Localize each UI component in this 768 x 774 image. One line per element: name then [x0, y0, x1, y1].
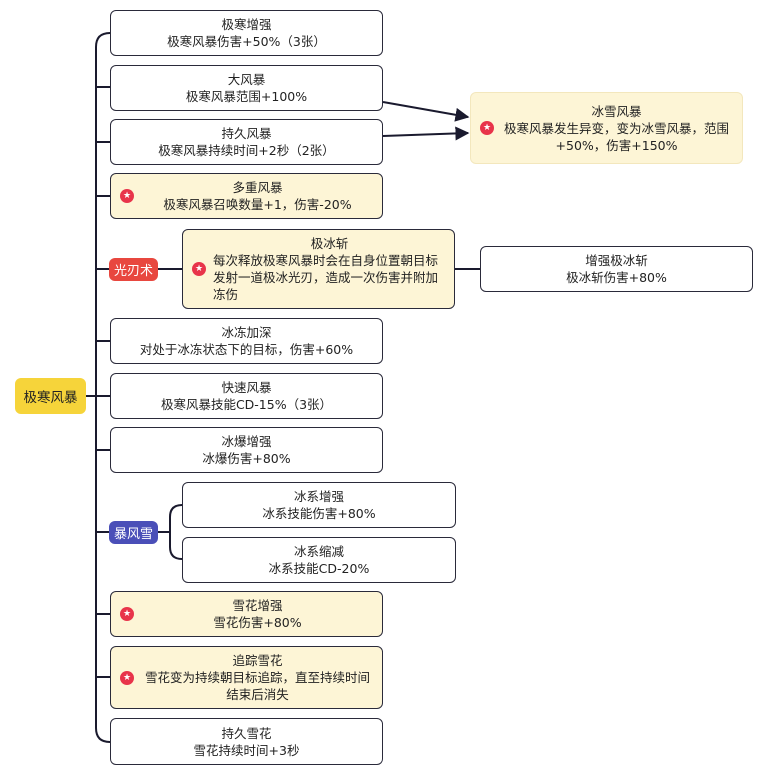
node-desc: 雪花伤害+80% [213, 615, 302, 630]
node-desc: 冰系技能CD-20% [268, 561, 370, 576]
node-desc: 极寒风暴范围+100% [185, 89, 308, 104]
node-title: 快速风暴 [221, 380, 272, 395]
node-desc: 每次释放极寒风暴时会在自身位置朝目标发射一道极冰光刃，造成一次伤害并附加冻伤 [213, 253, 439, 302]
node-title: 持久风暴 [221, 126, 272, 141]
node-title: 增强极冰斩 [585, 253, 648, 268]
node-ice-burst-boost: 冰爆增强 冰爆伤害+80% [110, 427, 383, 473]
node-big-storm: 大风暴 极寒风暴范围+100% [110, 65, 383, 111]
node-enhanced-ice-slash: 增强极冰斩 极冰斩伤害+80% [480, 246, 753, 292]
storm-branch-tag: 暴风雪 [109, 521, 158, 544]
blade-branch-tag: 光刃术 [109, 258, 158, 281]
node-desc: 极冰斩伤害+80% [566, 270, 667, 285]
node-desc: 对处于冰冻状态下的目标，伤害+60% [139, 342, 354, 357]
node-title: 大风暴 [227, 72, 266, 87]
node-desc: 雪花持续时间+3秒 [193, 742, 300, 758]
node-desc: 极寒风暴发生异变，变为冰雪风暴，范围+50%，伤害+150% [503, 120, 729, 153]
node-title: 冰冻加深 [221, 325, 272, 340]
star-badge-icon: ★ [120, 189, 134, 203]
node-fast-storm: 快速风暴 极寒风暴技能CD-15%（3张） [110, 373, 383, 419]
node-desc: 冰爆伤害+80% [202, 451, 291, 466]
node-title: 冰系缩减 [293, 544, 344, 559]
node-title: 持久雪花 [221, 725, 272, 741]
star-badge-icon: ★ [480, 121, 494, 135]
star-badge-icon: ★ [192, 262, 206, 276]
node-multi-storm: ★ 多重风暴 极寒风暴召唤数量+1，伤害-20% [110, 173, 383, 219]
node-desc: 冰系技能伤害+80% [262, 506, 376, 521]
storm-branch-label: 暴风雪 [113, 527, 153, 542]
node-desc: 极寒风暴伤害+50%（3张） [167, 34, 326, 49]
node-tracking-snowflake: ★ 追踪雪花 雪花变为持续朝目标追踪，直至持续时间结束后消失 [110, 646, 383, 709]
node-title: 极冰斩 [310, 236, 349, 251]
blade-branch-label: 光刃术 [113, 264, 153, 279]
node-title: 多重风暴 [232, 180, 283, 195]
node-lasting-storm: 持久风暴 极寒风暴持续时间+2秒（2张） [110, 119, 383, 165]
node-desc: 极寒风暴技能CD-15%（3张） [160, 397, 333, 412]
node-title: 冰雪风暴 [591, 103, 642, 119]
star-badge-icon: ★ [120, 607, 134, 621]
node-extreme-cold-boost: 极寒增强 极寒风暴伤害+50%（3张） [110, 10, 383, 56]
node-desc: 极寒风暴持续时间+2秒（2张） [158, 143, 335, 158]
root-label: 极寒风暴 [23, 390, 78, 406]
node-title: 雪花增强 [232, 598, 283, 613]
node-title: 冰系增强 [293, 489, 344, 504]
node-title: 极寒增强 [221, 17, 272, 32]
node-ice-element-cd: 冰系缩减 冰系技能CD-20% [182, 537, 456, 583]
node-desc: 雪花变为持续朝目标追踪，直至持续时间结束后消失 [144, 670, 370, 702]
node-ice-slash: ★ 极冰斩 每次释放极寒风暴时会在自身位置朝目标发射一道极冰光刃，造成一次伤害并… [182, 229, 455, 309]
node-snow-storm-fusion: ★ 冰雪风暴 极寒风暴发生异变，变为冰雪风暴，范围+50%，伤害+150% [470, 92, 743, 164]
node-title: 追踪雪花 [232, 653, 283, 668]
star-badge-icon: ★ [120, 670, 134, 685]
node-title: 冰爆增强 [221, 434, 272, 449]
node-snowflake-boost: ★ 雪花增强 雪花伤害+80% [110, 591, 383, 637]
root-node: 极寒风暴 [15, 378, 86, 414]
node-freeze-deepen: 冰冻加深 对处于冰冻状态下的目标，伤害+60% [110, 318, 383, 364]
node-desc: 极寒风暴召唤数量+1，伤害-20% [163, 197, 352, 212]
node-lasting-snowflake: 持久雪花 雪花持续时间+3秒 [110, 718, 383, 765]
node-ice-element-boost: 冰系增强 冰系技能伤害+80% [182, 482, 456, 528]
